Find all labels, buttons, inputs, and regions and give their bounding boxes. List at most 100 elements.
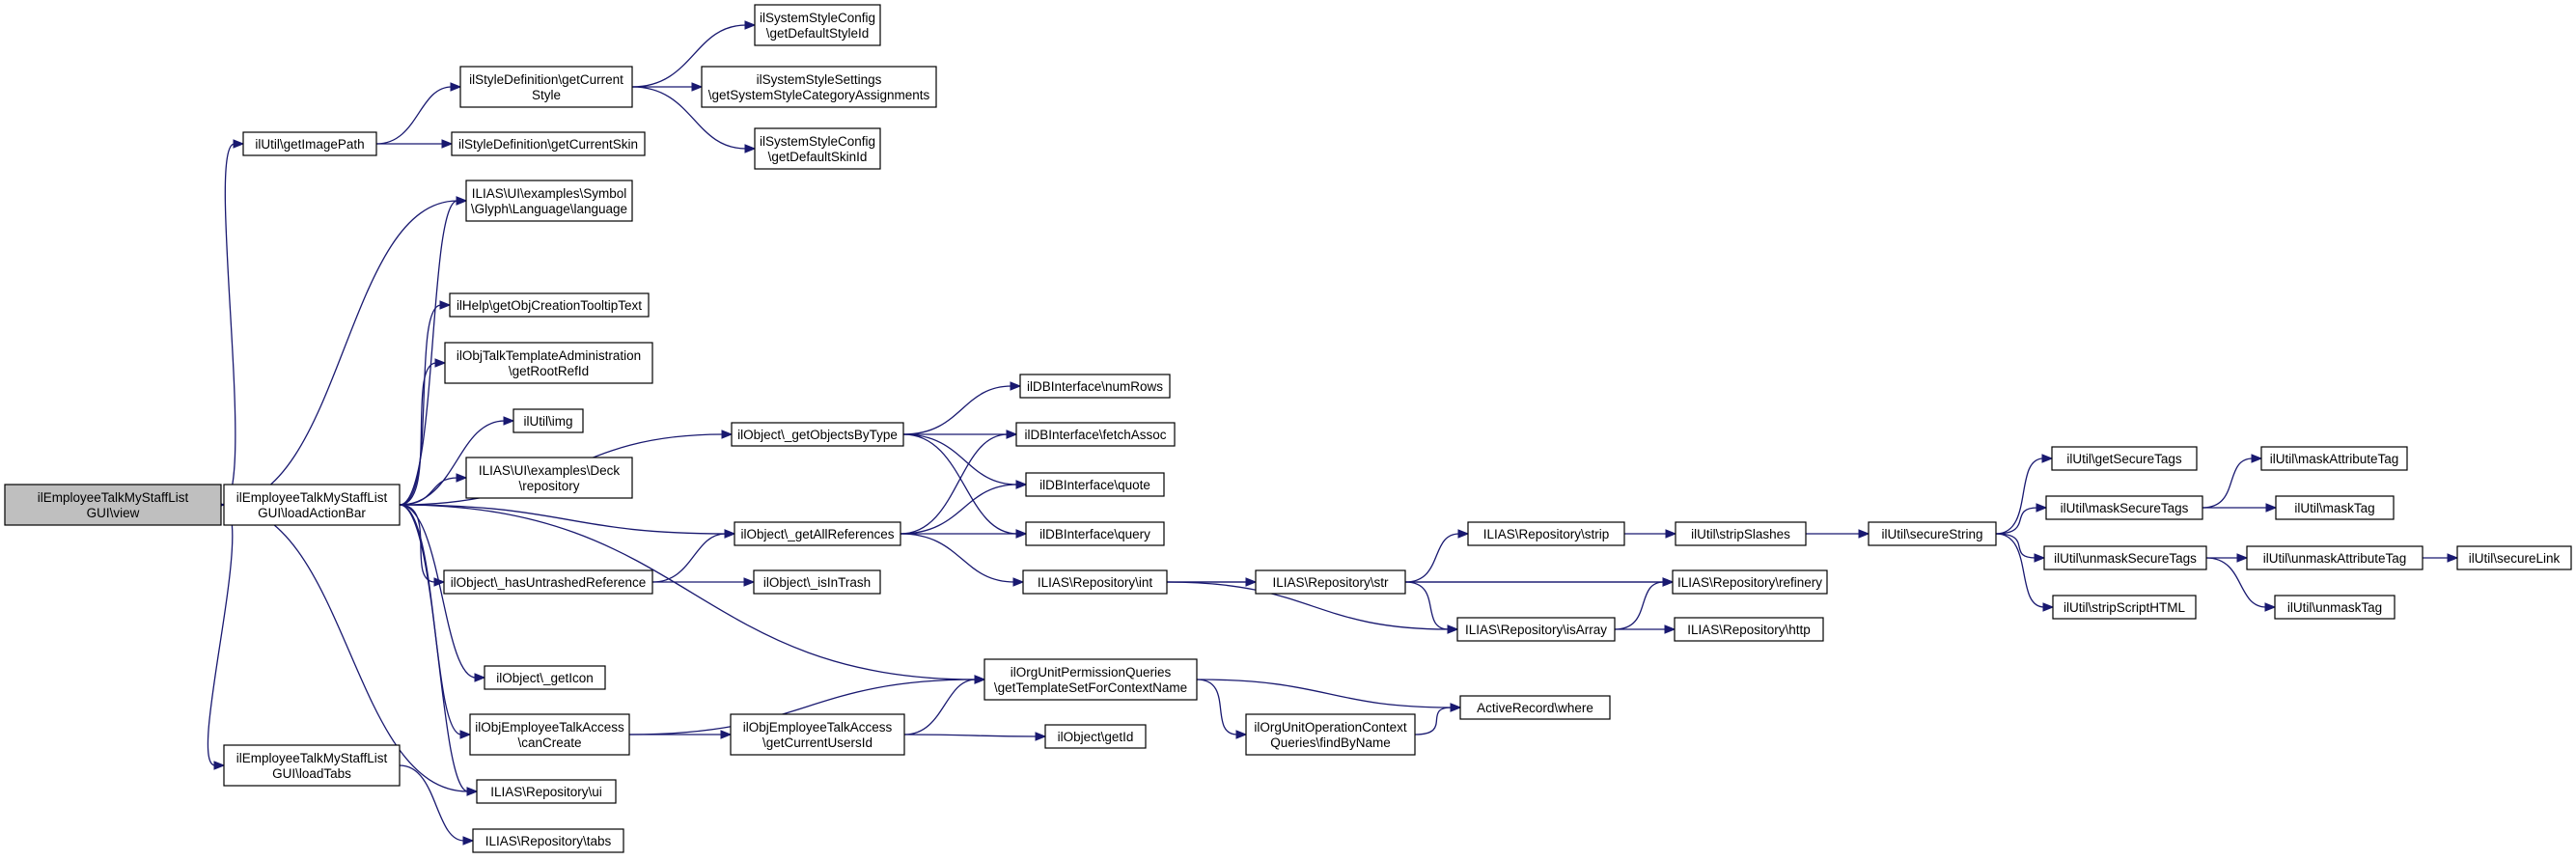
arrowhead xyxy=(1665,529,1677,539)
node-unmasksecuretags[interactable]: ilUtil\unmaskSecureTags xyxy=(2043,545,2207,570)
node-getcurrentusersid[interactable]: ilObjEmployeeTalkAccess\getCurrentUsersI… xyxy=(730,713,905,756)
node-repoint[interactable]: ILIAS\Repository\int xyxy=(1022,569,1168,595)
node-geticon[interactable]: ilObject\_getIcon xyxy=(484,665,606,690)
node-label-line: ilObject\_getAllReferences xyxy=(740,527,894,541)
node-query[interactable]: ilDBInterface\query xyxy=(1025,521,1165,546)
node-repostrip[interactable]: ILIAS\Repository\strip xyxy=(1467,521,1625,546)
node-box xyxy=(1015,422,1176,447)
node-box xyxy=(223,744,401,787)
node-label-line: \getRootRefId xyxy=(509,364,589,378)
node-label-line: ilDBInterface\query xyxy=(1039,527,1150,541)
node-repotabs[interactable]: ILIAS\Repository\tabs xyxy=(472,828,624,853)
node-refinery[interactable]: ILIAS\Repository\refinery xyxy=(1672,569,1828,595)
node-label-line: ilUtil\stripSlashes xyxy=(1691,527,1790,541)
node-box xyxy=(449,292,650,318)
node-hasuntrashed[interactable]: ilObject\_hasUntrashedReference xyxy=(443,569,653,595)
node-getsystemstylecategoryassignments[interactable]: ilSystemStyleSettings\getSystemStyleCate… xyxy=(701,66,937,108)
node-label-line: ilUtil\secureString xyxy=(1881,527,1982,541)
node-findbyname[interactable]: ilOrgUnitOperationContextQueries\findByN… xyxy=(1245,713,1416,756)
node-activerecordwhere[interactable]: ActiveRecord\where xyxy=(1459,695,1611,720)
node-repoisarray[interactable]: ILIAS\Repository\isArray xyxy=(1456,617,1616,642)
node-stripscripthtml[interactable]: ilUtil\stripScriptHTML xyxy=(2052,595,2197,620)
node-label-line: ILIAS\Repository\int xyxy=(1038,575,1153,590)
node-stripslashes[interactable]: ilUtil\stripSlashes xyxy=(1675,521,1807,546)
node-securelink[interactable]: ilUtil\secureLink xyxy=(2456,545,2572,570)
node-deckrepo[interactable]: ILIAS\UI\examples\Deck\repository xyxy=(465,457,633,499)
node-box xyxy=(701,66,937,108)
node-language[interactable]: ILIAS\UI\examples\Symbol\Glyph\Language\… xyxy=(465,180,633,222)
node-getsecuretags[interactable]: ilUtil\getSecureTags xyxy=(2051,446,2198,471)
node-label-line: ilObjEmployeeTalkAccess xyxy=(743,720,893,735)
edge-getobjectsbytype-to-numrows xyxy=(902,385,1012,435)
node-quote[interactable]: ilDBInterface\quote xyxy=(1025,472,1165,497)
node-isintrash[interactable]: ilObject\_isInTrash xyxy=(753,569,881,595)
node-masktag[interactable]: ilUtil\maskTag xyxy=(2275,495,2395,520)
node-getid[interactable]: ilObject\getId xyxy=(1044,724,1147,749)
arrowhead xyxy=(459,730,472,739)
arrowhead xyxy=(1035,732,1047,741)
node-masksecuretags[interactable]: ilUtil\maskSecureTags xyxy=(2045,495,2203,520)
node-cancreate[interactable]: ilObjEmployeeTalkAccess\canCreate xyxy=(469,713,630,756)
arrowhead xyxy=(1006,430,1018,439)
node-label-line: ActiveRecord\where xyxy=(1477,701,1593,715)
arrowhead xyxy=(233,139,245,149)
edge-loadactionbar-to-getallreferences xyxy=(399,504,727,535)
node-securestring[interactable]: ilUtil\secureString xyxy=(1868,521,1997,546)
arrowhead xyxy=(743,577,756,587)
edge-getallreferences-to-quote xyxy=(900,484,1018,535)
node-label-line: ilUtil\maskAttributeTag xyxy=(2270,452,2399,466)
node-tooltip[interactable]: ilHelp\getObjCreationTooltipText xyxy=(449,292,650,318)
node-label-line: ILIAS\Repository\http xyxy=(1687,623,1811,637)
node-getdefaultskinid[interactable]: ilSystemStyleConfig\getDefaultSkinId xyxy=(754,127,881,170)
node-box xyxy=(1019,374,1171,399)
node-getcurrentskin[interactable]: ilStyleDefinition\getCurrentSkin xyxy=(451,131,646,156)
node-getobjectsbytype[interactable]: ilObject\_getObjectsByType xyxy=(731,422,904,447)
node-box xyxy=(2274,595,2396,620)
edge-getallreferences-to-repoint xyxy=(900,533,1015,583)
node-box xyxy=(1025,521,1165,546)
node-unmaskattributetag[interactable]: ilUtil\unmaskAttributeTag xyxy=(2246,545,2424,570)
node-numrows[interactable]: ilDBInterface\numRows xyxy=(1019,374,1171,399)
node-img[interactable]: ilUtil\img xyxy=(512,408,584,433)
arrowhead xyxy=(2251,454,2263,463)
node-repoui[interactable]: ILIAS\Repository\ui xyxy=(476,779,617,804)
node-box xyxy=(754,127,881,170)
node-label-line: ilStyleDefinition\getCurrentSkin xyxy=(458,137,638,152)
node-maskattributetag[interactable]: ilUtil\maskAttributeTag xyxy=(2260,446,2408,471)
node-fetchassoc[interactable]: ilDBInterface\fetchAssoc xyxy=(1015,422,1176,447)
edge-getobjectsbytype-to-quote xyxy=(902,433,1018,485)
arrowhead xyxy=(2236,553,2249,563)
node-label-line: GUI\view xyxy=(87,506,140,520)
node-box xyxy=(1868,521,1997,546)
node-getrootrefid[interactable]: ilObjTalkTemplateAdministration\getRootR… xyxy=(444,342,653,384)
node-box xyxy=(2456,545,2572,570)
node-label-line: ilHelp\getObjCreationTooltipText xyxy=(457,298,642,313)
node-label-line: ilUtil\secureLink xyxy=(2469,551,2561,566)
edge-loadactionbar-to-gettemplateset xyxy=(399,504,977,680)
node-http[interactable]: ILIAS\Repository\http xyxy=(1674,617,1824,642)
node-box xyxy=(731,422,904,447)
node-label-line: ilEmployeeTalkMyStaffList xyxy=(236,490,388,505)
arrowhead xyxy=(1457,529,1470,539)
arrowhead xyxy=(1858,529,1870,539)
node-gettemplateset[interactable]: ilOrgUnitPermissionQueries\getTemplateSe… xyxy=(983,658,1198,701)
node-loadactionbar[interactable]: ilEmployeeTalkMyStaffListGUI\loadActionB… xyxy=(223,484,401,526)
node-getdefaultstyleid[interactable]: ilSystemStyleConfig\getDefaultStyleId xyxy=(754,4,881,46)
node-getallreferences[interactable]: ilObject\_getAllReferences xyxy=(734,521,901,546)
arrowhead xyxy=(974,675,986,684)
node-label-line: \canCreate xyxy=(517,735,581,750)
arrowhead xyxy=(2041,454,2054,463)
arrowhead xyxy=(474,673,486,682)
node-repostr[interactable]: ILIAS\Repository\str xyxy=(1255,569,1406,595)
arrowhead xyxy=(1450,703,1462,712)
edge-loadactionbar-to-repoui xyxy=(399,504,469,792)
node-label-line: ILIAS\Repository\ui xyxy=(490,785,602,799)
node-box xyxy=(484,665,606,690)
arrowhead xyxy=(721,430,734,439)
node-getimagepath[interactable]: ilUtil\getImagePath xyxy=(242,131,377,156)
node-unmasktag[interactable]: ilUtil\unmaskTag xyxy=(2274,595,2396,620)
arrowhead xyxy=(2036,503,2048,513)
